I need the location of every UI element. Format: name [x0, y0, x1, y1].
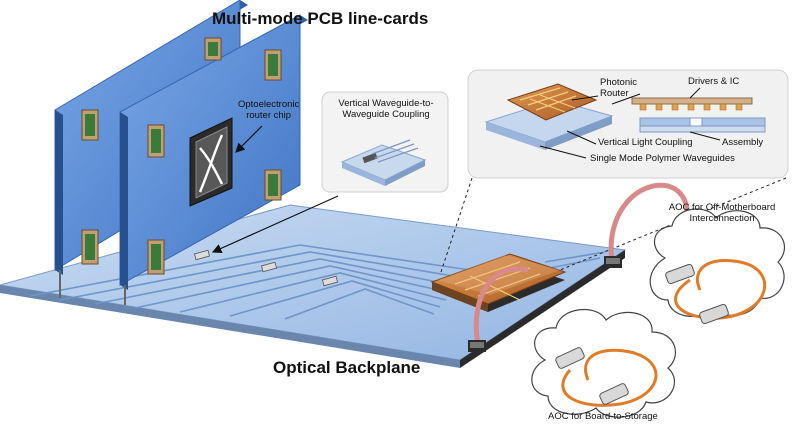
aoc-cable-icon: [665, 259, 767, 325]
coupling-label-line1: Vertical Waveguide-to-: [338, 98, 434, 109]
photonic-router-inset: [467, 69, 789, 179]
router-chip-icon: [189, 117, 233, 207]
assembly-label: Assembly: [722, 137, 764, 148]
vertical-light-label: Vertical Light Coupling: [598, 137, 693, 148]
cloud-icon: [649, 208, 786, 317]
module-4: [147, 124, 165, 158]
title: Multi-mode PCB line-cards: [212, 9, 429, 28]
coupling-inset: [321, 91, 449, 193]
coupling-arrow: [211, 195, 339, 253]
coupler-connectors: [193, 249, 339, 287]
router-chip-label-line2: router chip: [246, 109, 292, 121]
coupling-label: Vertical Waveguide-to- Waveguide Couplin…: [330, 98, 442, 120]
module-1: [204, 37, 222, 61]
aoc-off-motherboard-line1: AOC for Off-Motherboard: [668, 202, 776, 213]
aoc-off-motherboard-label: AOC for Off-Motherboard Interconnection: [652, 202, 792, 224]
coupling-label-line2: Waveguide Coupling: [342, 108, 430, 120]
single-mode-label: Single Mode Polymer Waveguides: [590, 153, 735, 164]
cloud-storage-icon: [531, 308, 677, 418]
router-chip-arrow: [235, 125, 263, 153]
aoc-storage-label: AOC for Board-to-Storage: [548, 411, 658, 422]
module-6: [81, 229, 99, 265]
photonic-router-label-line2: Router: [600, 87, 629, 99]
drivers-label: Drivers & IC: [688, 76, 740, 87]
card-modules: [81, 37, 282, 275]
module-7: [147, 239, 165, 275]
router-chip-label-line1: Optoelectronic: [238, 99, 300, 110]
aoc-off-motherboard-line2: Interconnection: [689, 212, 755, 224]
module-3: [81, 109, 99, 141]
router-chip-label: Optoelectronic router chip: [238, 99, 300, 121]
module-2: [264, 49, 282, 81]
module-5: [264, 169, 282, 201]
backplane-label: Optical Backplane: [273, 358, 421, 377]
photonic-router-label: Photonic Router: [600, 77, 637, 99]
photonic-router-label-line1: Photonic: [600, 77, 637, 88]
